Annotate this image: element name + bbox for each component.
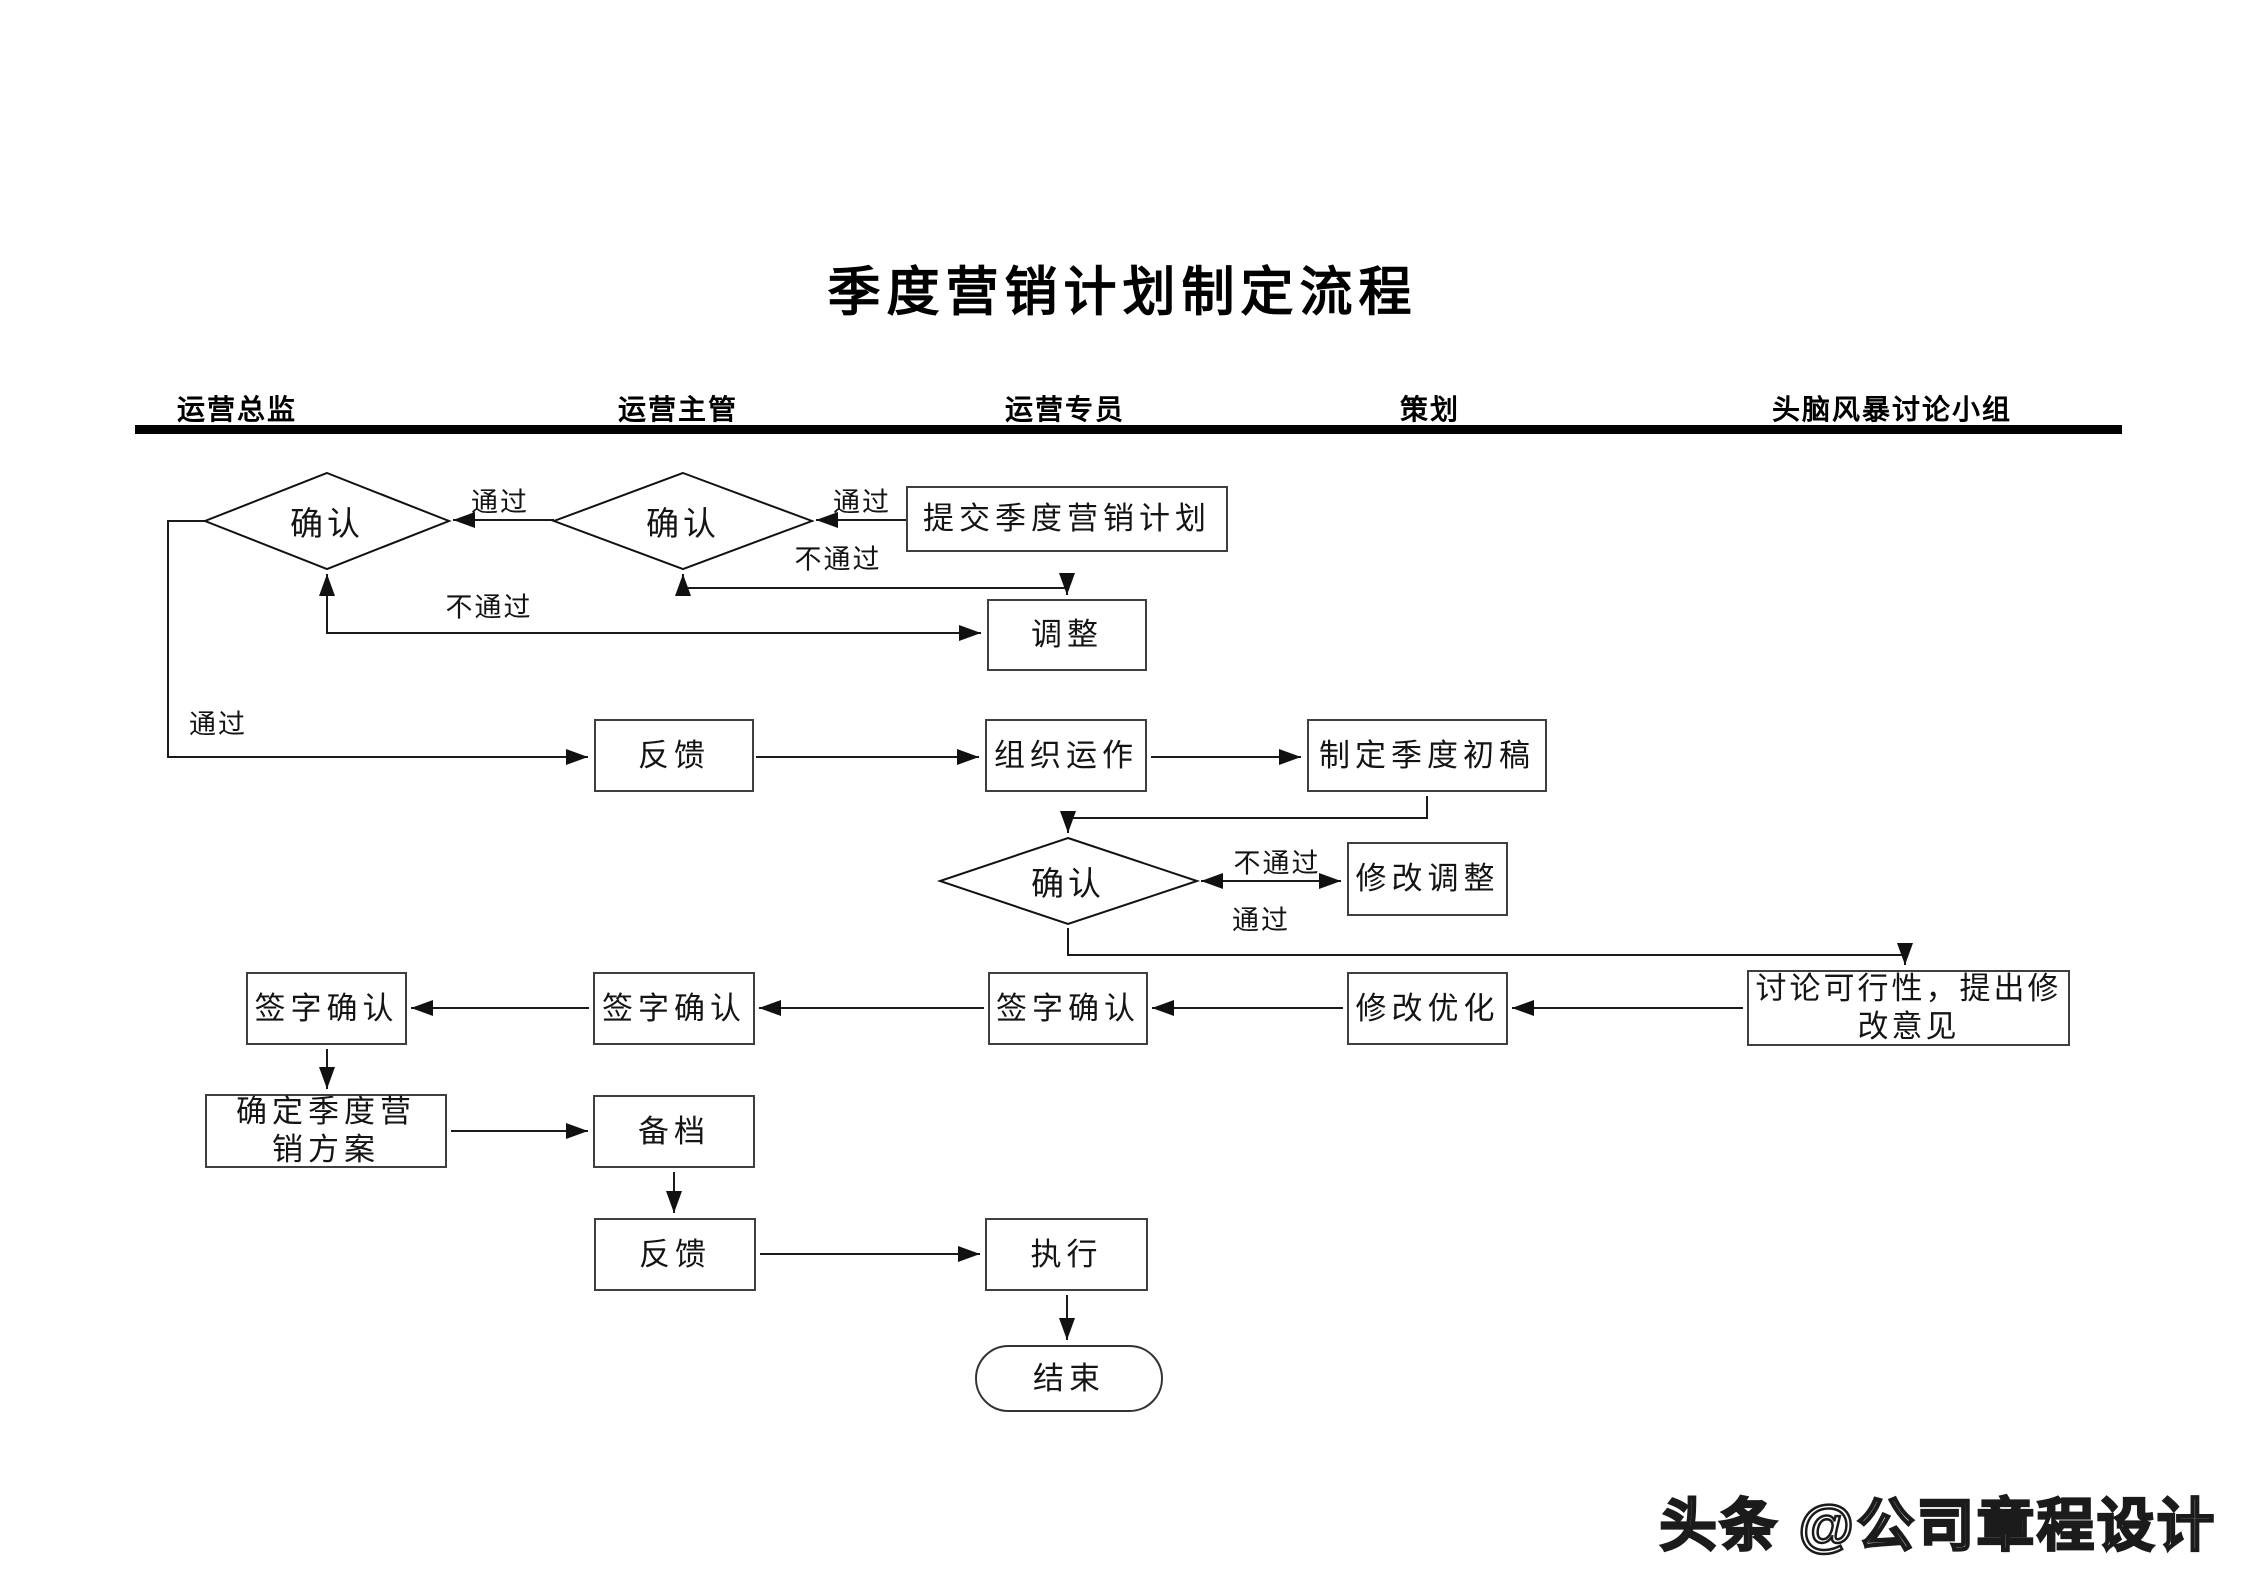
node-feedback-1: 反馈 — [594, 719, 754, 792]
node-revise-optimize: 修改优化 — [1347, 972, 1508, 1045]
lane-header-operations-director: 运营总监 — [176, 395, 298, 426]
edge-label-pass-director: 通过 — [189, 709, 247, 740]
lane-header-planning: 策划 — [1399, 395, 1461, 426]
edge-confirm-director-to-feedback — [167, 520, 588, 765]
node-confirm-supervisor-label: 确认 — [646, 507, 720, 543]
lane-header-operations-supervisor: 运营主管 — [617, 395, 739, 426]
node-organize-operation: 组织运作 — [985, 719, 1147, 792]
node-draft-quarterly-plan: 制定季度初稿 — [1307, 719, 1547, 792]
node-submit-plan: 提交季度营销计划 — [906, 486, 1228, 552]
node-execute: 执行 — [985, 1218, 1148, 1291]
edge-draft-to-confirm-specialist — [1060, 796, 1428, 833]
node-revise-adjust: 修改调整 — [1347, 842, 1508, 916]
edge-confirm-supervisor-adjust-loop — [675, 573, 1075, 596]
edge-confirm-specialist-to-discuss — [1067, 928, 1913, 965]
node-archive: 备档 — [593, 1095, 755, 1168]
watermark: 头条 @公司章程设计 — [1658, 1493, 2217, 1560]
node-end: 结束 — [975, 1345, 1163, 1412]
node-sign-confirm-supervisor: 签字确认 — [593, 972, 755, 1045]
edge-confirm-director-adjust-loop — [319, 574, 981, 641]
edge-label-fail-supervisor: 不通过 — [794, 544, 882, 575]
lane-header-operations-specialist: 运营专员 — [1004, 395, 1126, 426]
edge-label-fail-director: 不通过 — [445, 592, 533, 623]
lane-header-brainstorm-group: 头脑风暴讨论小组 — [1771, 395, 2013, 426]
node-confirm-specialist-label: 确认 — [1031, 867, 1105, 903]
diamond-confirm-supervisor — [551, 471, 815, 571]
edge-label-fail-specialist: 不通过 — [1233, 848, 1321, 879]
node-confirm-director-label: 确认 — [290, 507, 364, 543]
node-finalize-quarterly-plan: 确定季度营销方案 — [205, 1094, 447, 1168]
page-title: 季度营销计划制定流程 — [827, 264, 1418, 322]
edge-label-pass-specialist: 通过 — [1232, 905, 1290, 936]
node-sign-confirm-specialist: 签字确认 — [988, 972, 1148, 1045]
diamond-confirm-director — [202, 471, 452, 571]
node-adjust: 调整 — [987, 599, 1147, 671]
node-sign-confirm-director: 签字确认 — [246, 972, 407, 1045]
node-feedback-2: 反馈 — [594, 1218, 756, 1291]
node-discuss-feasibility: 讨论可行性，提出修改意见 — [1747, 970, 2070, 1046]
edge-label-pass-submit: 通过 — [833, 487, 891, 518]
lane-divider-rule — [135, 425, 2122, 434]
diamond-confirm-specialist — [936, 836, 1201, 926]
edge-label-pass-supervisor: 通过 — [471, 487, 529, 518]
